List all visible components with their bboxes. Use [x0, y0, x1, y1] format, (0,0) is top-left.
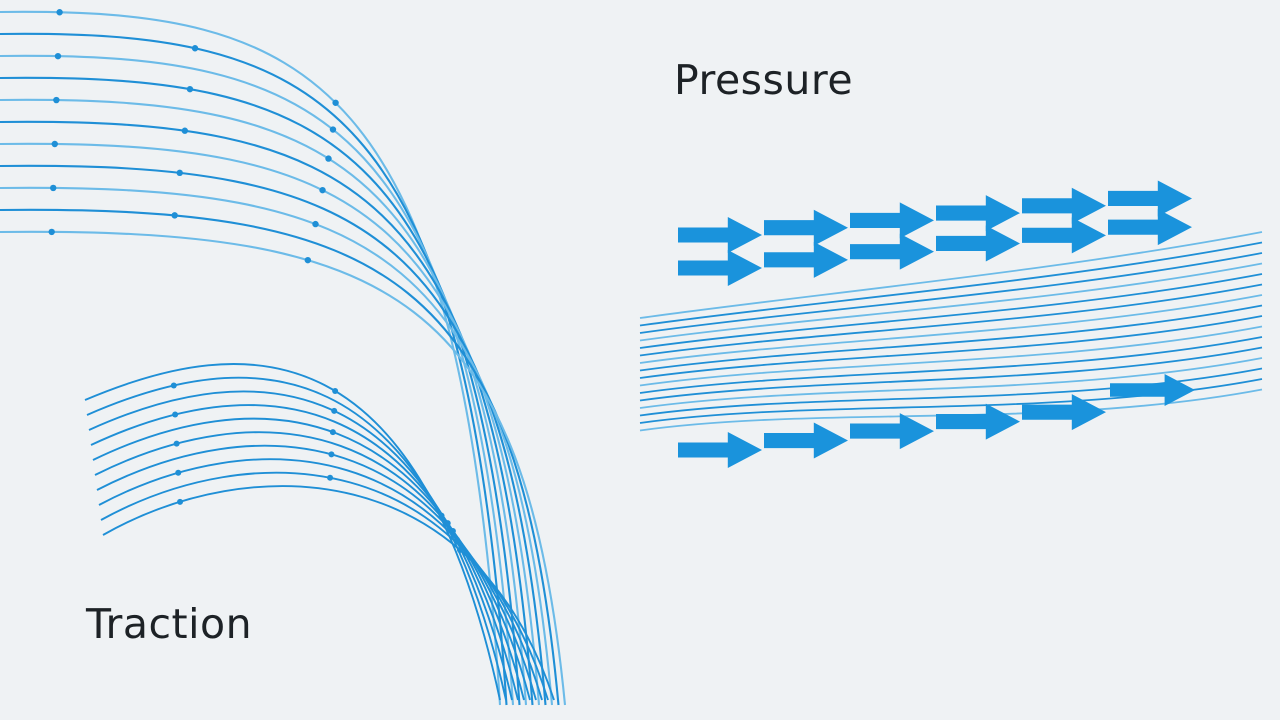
traction-streamline: [0, 186, 554, 706]
pressure-streamline: [639, 346, 1263, 402]
traction-lower-streamlines: [84, 363, 555, 701]
traction-streamline: [92, 417, 525, 701]
traction-flow-marker: [172, 411, 179, 418]
pressure-streamline: [639, 252, 1263, 334]
traction-streamline: [0, 54, 515, 706]
pressure-arrow-icon: [936, 403, 1020, 440]
pressure-arrow-icon: [678, 432, 762, 468]
pressure-arrow-icon: [764, 209, 848, 246]
traction-flow-marker: [53, 96, 60, 104]
traction-flow-marker: [332, 387, 339, 394]
traction-flow-marker: [50, 184, 57, 192]
pressure-streamline: [639, 283, 1263, 357]
traction-flow-marker: [176, 169, 183, 177]
pressure-streamline: [639, 241, 1263, 327]
pressure-arrow-icon: [1108, 209, 1192, 246]
traction-streamline: [88, 390, 513, 701]
pressure-arrows: [678, 180, 1195, 468]
pressure-arrow-icon: [850, 202, 934, 239]
traction-streamline: [96, 444, 537, 701]
traction-streamline: [0, 10, 502, 706]
traction-streamline: [86, 376, 507, 701]
traction-flow-marker: [48, 228, 55, 236]
traction-streamline: [0, 142, 541, 706]
traction-streamline: [100, 471, 549, 701]
traction-streamline: [0, 230, 567, 706]
traction-flow-marker: [170, 382, 177, 389]
traction-streamline: [0, 164, 547, 706]
traction-flow-marker: [331, 407, 338, 414]
pressure-arrow-icon: [678, 217, 762, 253]
traction-flow-marker: [329, 126, 337, 133]
traction-flow-marker: [56, 9, 63, 16]
traction-streamline: [0, 32, 508, 706]
traction-flow-marker: [319, 186, 326, 194]
traction-flow-marker: [177, 498, 184, 505]
pressure-streamline: [639, 262, 1263, 342]
pressure-arrow-icon: [1022, 394, 1106, 431]
pressure-arrow-icon: [1022, 187, 1106, 224]
traction-flow-marker: [325, 155, 332, 162]
traction-flow-marker: [312, 220, 319, 228]
traction-flow-marker: [181, 127, 189, 134]
pressure-arrow-icon: [1022, 217, 1106, 254]
traction-flow-marker: [329, 429, 336, 436]
pressure-arrow-icon: [936, 225, 1020, 262]
pressure-streamline: [639, 336, 1263, 394]
traction-streamline: [98, 458, 543, 701]
pressure-streamline: [639, 294, 1263, 364]
pressure-streamline: [639, 273, 1263, 349]
traction-streamline: [102, 485, 555, 701]
traction-flow-marker: [328, 451, 335, 458]
traction-flow-marker: [175, 469, 182, 476]
traction-flow-marker: [332, 99, 339, 106]
pressure-arrow-icon: [850, 233, 934, 270]
traction-flow-marker: [54, 52, 62, 60]
traction-flow-marker: [186, 85, 194, 93]
pressure-arrow-icon: [1108, 180, 1192, 217]
pressure-streamline: [639, 315, 1263, 379]
traction-flow-marker: [456, 546, 463, 553]
pressure-arrow-icon: [850, 413, 934, 450]
traction-upper-streamlines: [0, 9, 567, 706]
traction-flow-marker: [327, 474, 334, 481]
traction-streamline: [94, 431, 531, 701]
pressure-streamline: [639, 231, 1263, 319]
traction-streamline: [0, 120, 534, 706]
pressure-streamline: [639, 325, 1263, 387]
traction-streamline: [0, 208, 560, 706]
pressure-label: Pressure: [674, 56, 854, 104]
traction-flow-marker: [51, 140, 58, 148]
pressure-arrow-icon: [764, 422, 848, 459]
pressure-streamline: [639, 304, 1263, 372]
traction-label: Traction: [86, 600, 253, 648]
traction-flow-marker: [171, 212, 178, 219]
pressure-arrow-icon: [678, 250, 762, 286]
traction-streamline: [90, 404, 519, 701]
traction-streamline: [0, 98, 528, 706]
pressure-arrow-icon: [1110, 374, 1195, 406]
pressure-arrow-icon: [936, 195, 1020, 232]
traction-flow-marker: [304, 256, 312, 264]
traction-flow-marker: [191, 45, 199, 52]
traction-streamline: [0, 76, 521, 706]
traction-streamline: [84, 363, 501, 701]
traction-flow-marker: [173, 440, 180, 447]
pressure-streamline: [639, 357, 1263, 409]
pressure-arrow-icon: [764, 241, 848, 278]
traction-flow-marker: [449, 528, 456, 535]
